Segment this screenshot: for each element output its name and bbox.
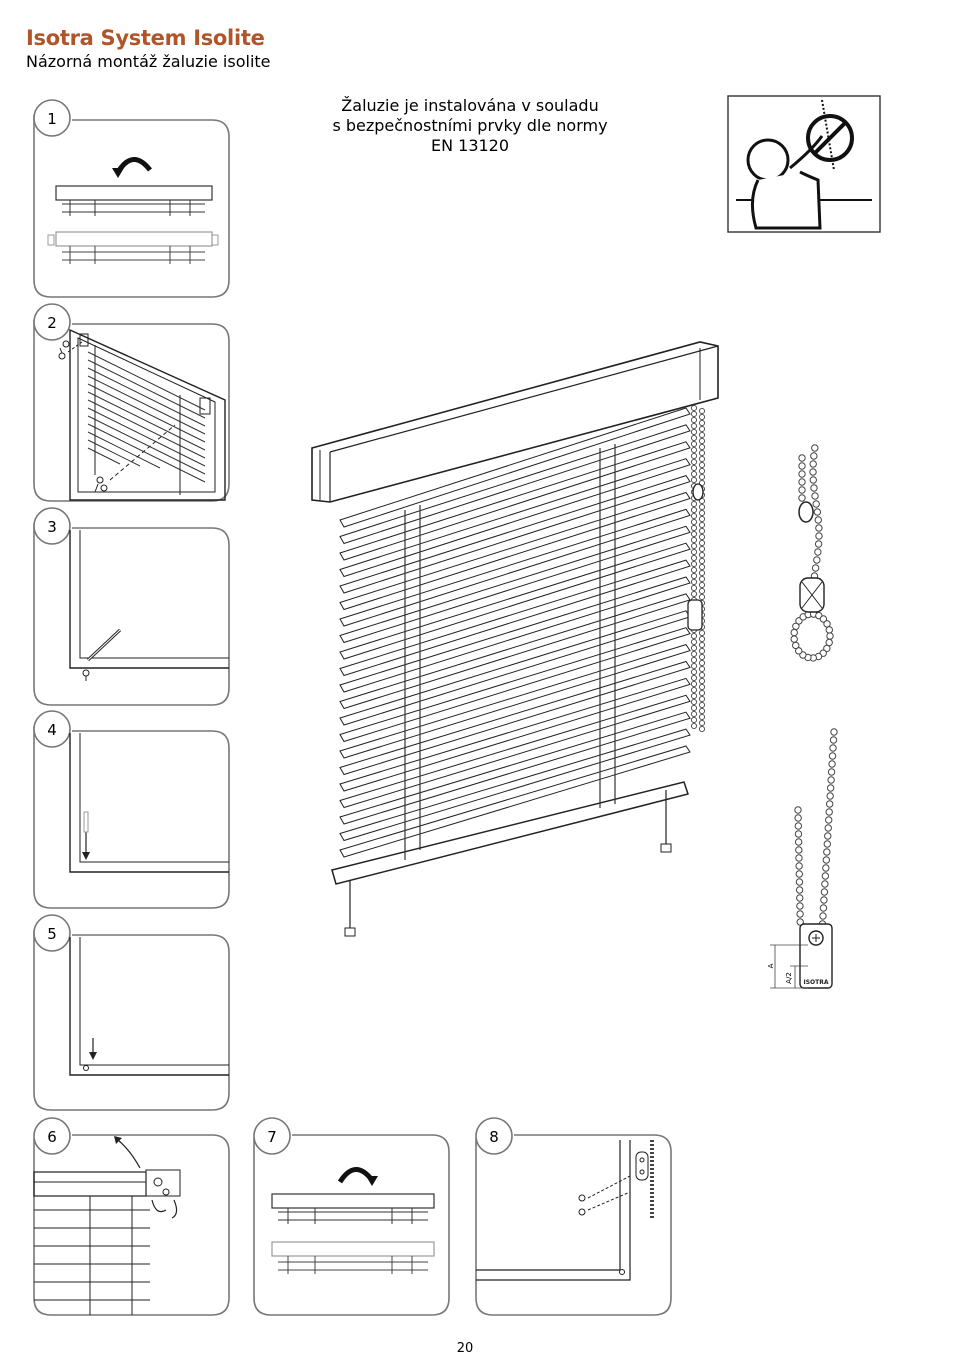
slat: [339, 441, 691, 561]
dimension-label-a-half: A/2: [785, 972, 793, 984]
slat: [339, 694, 691, 809]
dimension-label-a: A: [767, 963, 775, 968]
slat: [339, 610, 691, 726]
slat: [339, 407, 691, 528]
slat: [339, 475, 691, 594]
safety-note-line: s bezpečnostními prvky dle normy: [332, 116, 608, 135]
slat: [339, 542, 691, 660]
head-rail: [311, 341, 719, 503]
safety-note-line: EN 13120: [430, 136, 510, 155]
child-safety-pictogram: [727, 95, 881, 233]
slat: [339, 745, 691, 858]
step-5-number: 5: [47, 925, 57, 943]
step-8-number: 8: [489, 1128, 499, 1146]
blind-illustration: [311, 341, 719, 937]
slat: [339, 559, 691, 677]
slat: [339, 644, 691, 759]
step-7-panel: 7: [253, 1117, 450, 1316]
slat: [339, 593, 691, 710]
safety-note: Žaluzie je instalována v souladu s bezpe…: [320, 96, 620, 156]
chain-safety-connector-detail: [790, 444, 834, 662]
brand-mark: ISOTRA: [803, 979, 828, 986]
step-6-number: 6: [47, 1128, 57, 1146]
slat: [339, 627, 691, 743]
page-title: Isotra System Isolite: [26, 26, 265, 50]
slat: [339, 525, 691, 644]
step-3-number: 3: [47, 518, 57, 536]
step-1-panel: 1: [33, 99, 230, 298]
step-7-number: 7: [267, 1128, 277, 1146]
step-4-panel: 4: [33, 710, 230, 909]
step-2-number: 2: [47, 314, 57, 332]
page-number: 20: [456, 1341, 474, 1356]
slat: [339, 660, 691, 776]
rotate-arrow-icon: [115, 157, 152, 174]
safety-note-line: Žaluzie je instalována v souladu: [341, 96, 599, 115]
slat: [339, 728, 691, 842]
step-3-panel: 3: [33, 507, 230, 706]
chain-bracket-detail: ISOTRA A A/2: [767, 728, 838, 989]
bottom-rail: [331, 781, 689, 885]
step-6-panel: 6: [33, 1117, 230, 1316]
slat: [339, 576, 691, 693]
step-4-number: 4: [47, 721, 57, 739]
slat: [339, 458, 691, 578]
rotate-arrow-icon: [337, 1167, 374, 1184]
step-1-number: 1: [47, 110, 57, 128]
slat: [339, 508, 691, 627]
slat: [339, 677, 691, 792]
prohibition-icon: [806, 114, 854, 162]
step-1-badge: [33, 99, 71, 137]
page-subtitle: Názorná montáž žaluzie isolite: [26, 52, 271, 71]
slat: [339, 711, 691, 825]
slat: [339, 491, 691, 611]
step-8-panel: 8: [475, 1117, 672, 1316]
step-2-panel: 2: [33, 303, 230, 502]
slat: [339, 424, 691, 545]
step-5-panel: 5: [33, 914, 230, 1111]
